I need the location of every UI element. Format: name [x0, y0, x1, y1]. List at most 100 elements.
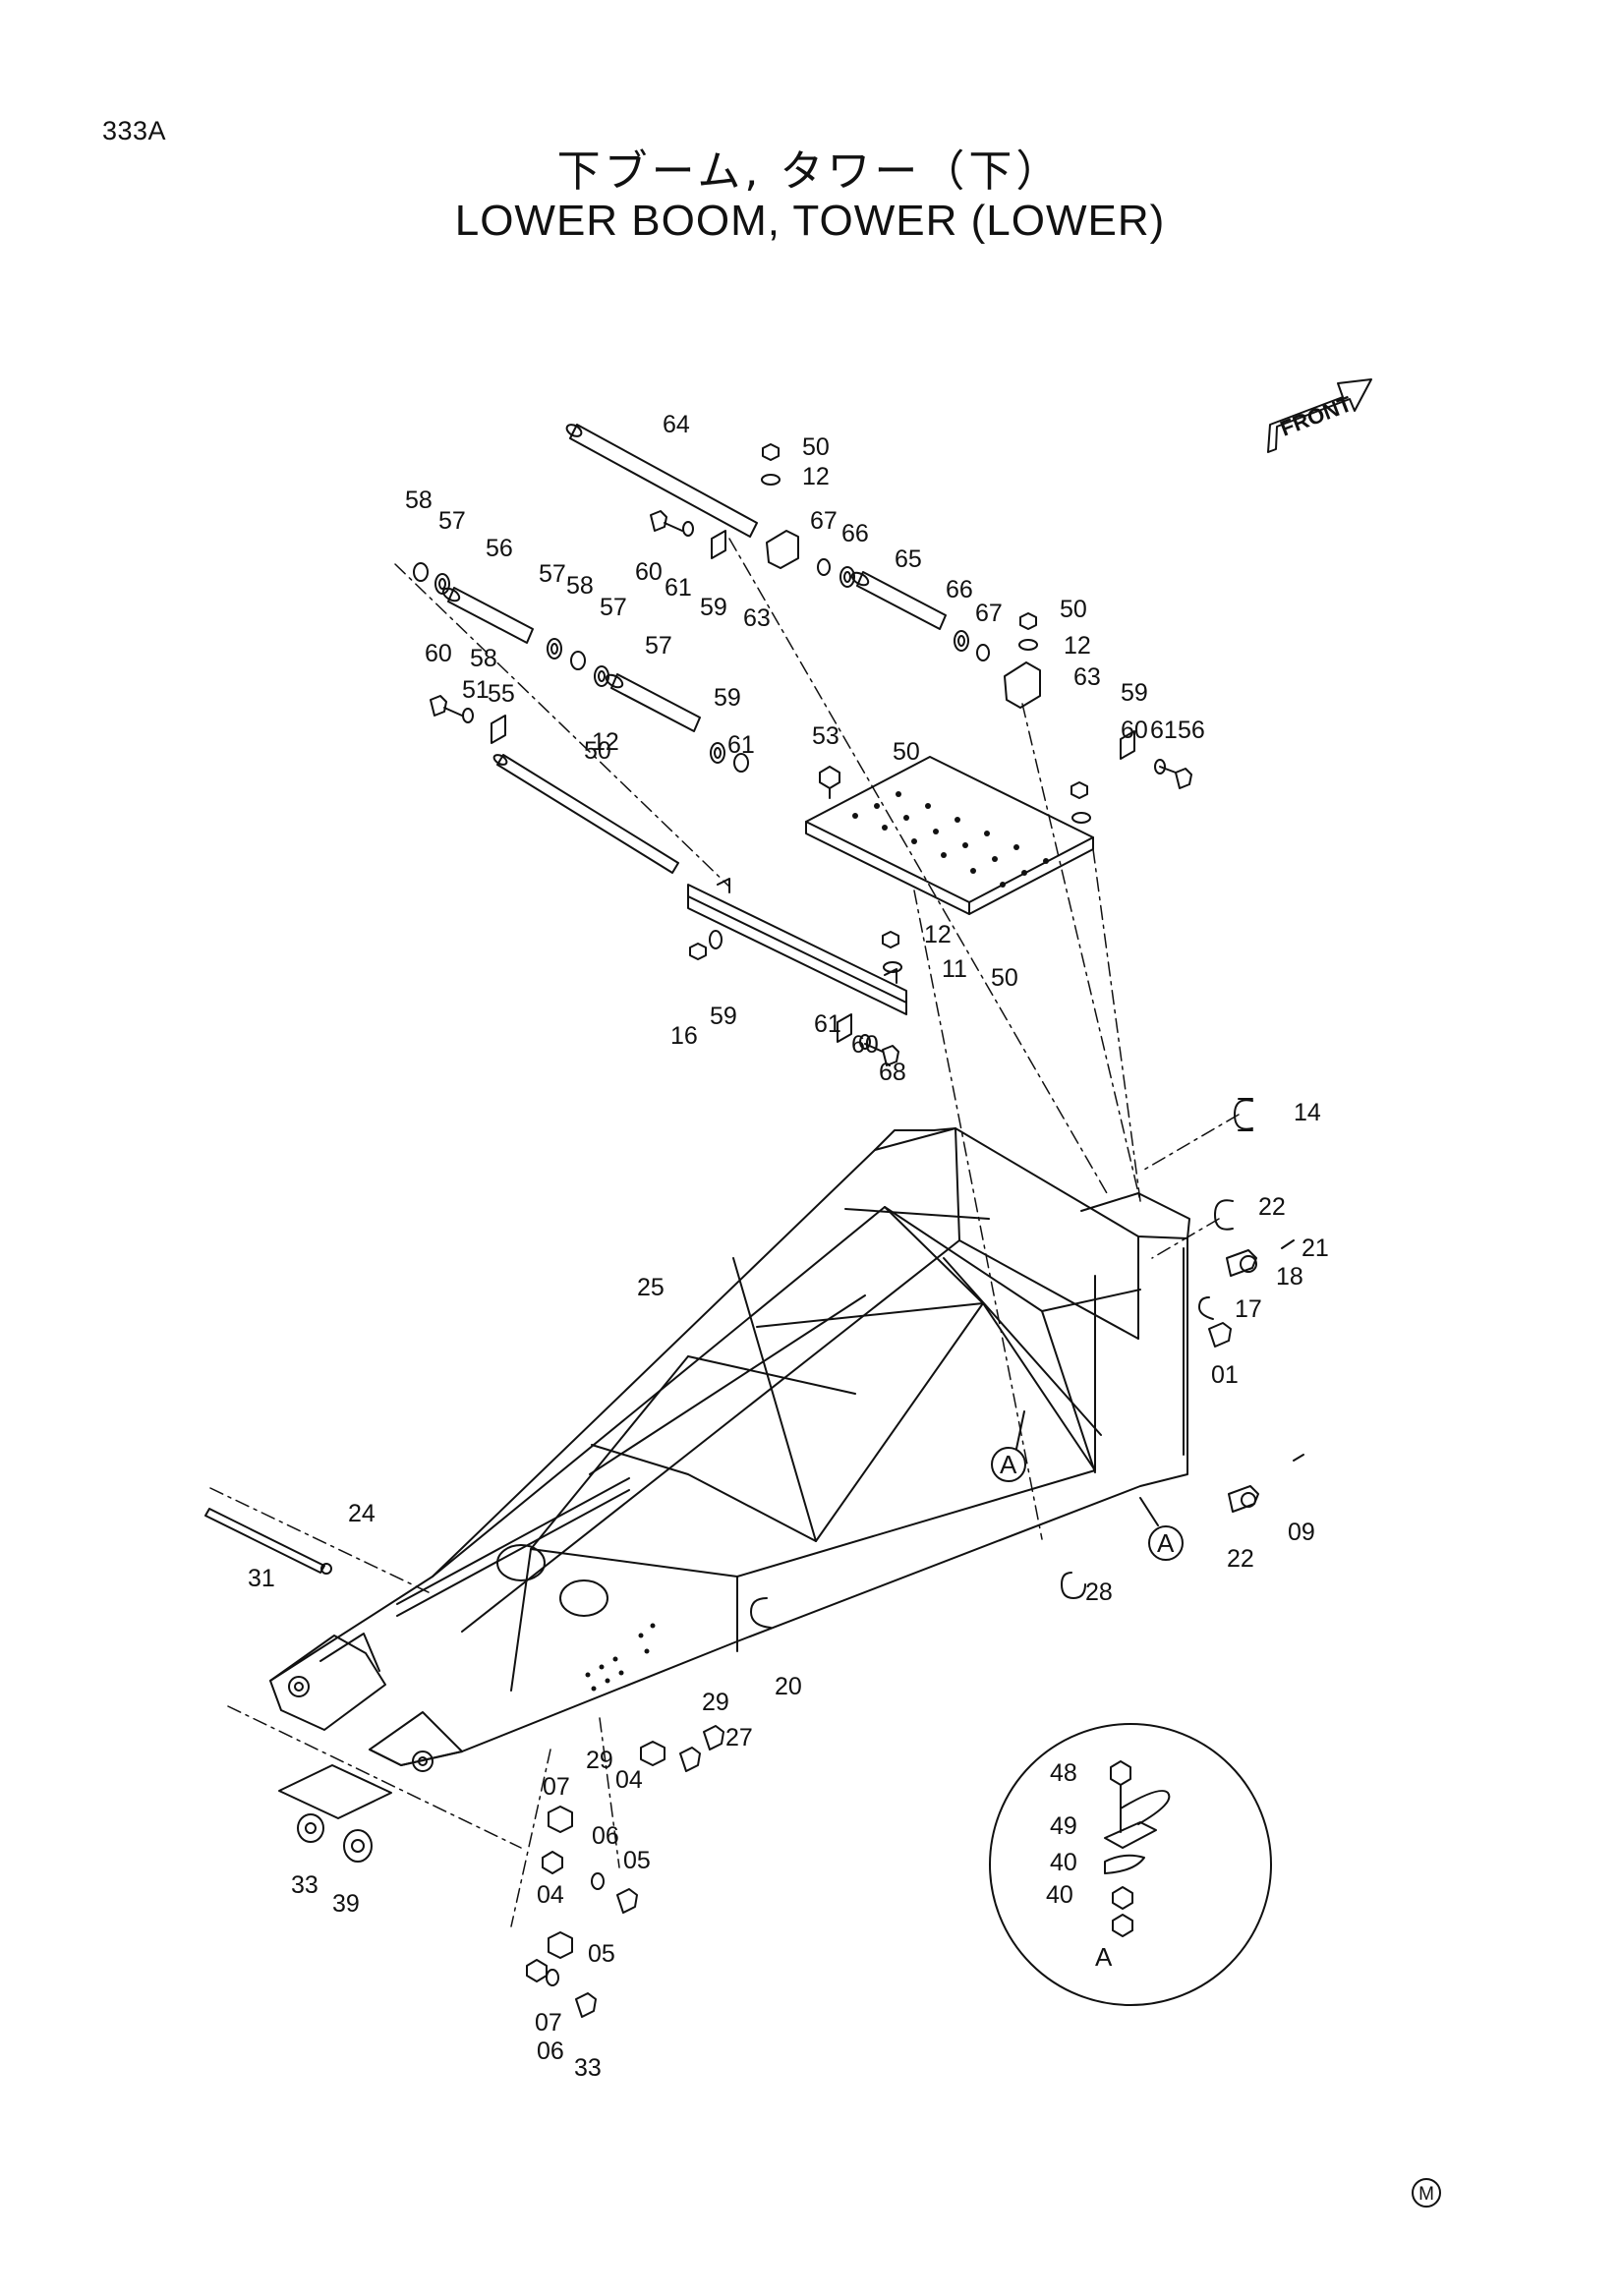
- part-callout-48: 48: [1050, 1759, 1077, 1787]
- hardware-upper: [413, 443, 1192, 1066]
- part-callout-06: 06: [592, 1822, 619, 1850]
- part-callout-01: 01: [1211, 1361, 1239, 1389]
- part-callout-57: 57: [645, 632, 672, 660]
- part-callout-67: 67: [810, 507, 838, 535]
- detail-marker-2: [1148, 1525, 1184, 1561]
- part-callout-04: 04: [537, 1881, 564, 1909]
- part-callout-11: 11: [942, 955, 967, 983]
- part-callout-58: 58: [405, 487, 433, 514]
- part-callout-18: 18: [1276, 1263, 1303, 1291]
- part-callout-66: 66: [946, 576, 973, 603]
- part-callout-61: 61: [1150, 717, 1178, 744]
- part-callout-56: 56: [486, 535, 513, 562]
- part-callout-58: 58: [470, 645, 497, 672]
- part-callout-09: 09: [1288, 1519, 1315, 1546]
- part-callout-59: 59: [714, 684, 741, 712]
- plate-11: [805, 756, 1094, 915]
- beam-53: [687, 878, 907, 1015]
- part-callout-16: 16: [670, 1022, 698, 1050]
- part-callout-60: 60: [635, 558, 663, 586]
- part-callout-68: 68: [879, 1059, 906, 1086]
- pin-56-lower: [605, 673, 701, 732]
- hardware-lower: [278, 1597, 772, 2018]
- part-callout-63: 63: [743, 604, 771, 632]
- detail-view-label: A: [1095, 1942, 1113, 1972]
- part-callout-67: 67: [975, 600, 1003, 627]
- detail-marker-2-label: A: [1157, 1528, 1175, 1558]
- part-callout-56: 56: [1178, 717, 1205, 744]
- assembly-lines: [209, 538, 1240, 1927]
- part-callout-60: 60: [1121, 717, 1148, 744]
- part-callout-27: 27: [725, 1724, 753, 1751]
- part-callout-25: 25: [637, 1274, 665, 1301]
- part-callout-07: 07: [543, 1773, 570, 1801]
- part-callout-50: 50: [991, 964, 1018, 992]
- detail-marker-2-leader: [1139, 1497, 1159, 1526]
- part-callout-06: 06: [537, 2038, 564, 2065]
- part-callout-12: 12: [592, 728, 619, 756]
- page-number: 333A: [102, 116, 167, 145]
- part-callout-14: 14: [1294, 1099, 1321, 1126]
- part-callout-29: 29: [586, 1747, 613, 1774]
- part-callout-65: 65: [895, 545, 922, 573]
- part-callout-59: 59: [700, 594, 727, 621]
- manufacturer-mark: M: [1412, 2178, 1441, 2208]
- part-callout-50: 50: [893, 738, 920, 766]
- part-callout-29: 29: [702, 1689, 729, 1716]
- part-callout-57: 57: [600, 594, 627, 621]
- part-callout-61: 61: [814, 1010, 841, 1038]
- part-callout-21: 21: [1302, 1234, 1329, 1262]
- part-callout-12: 12: [924, 921, 952, 948]
- part-callout-58: 58: [566, 572, 594, 600]
- part-callout-20: 20: [775, 1673, 802, 1700]
- part-callout-60: 60: [851, 1031, 879, 1059]
- part-callout-59: 59: [710, 1003, 737, 1030]
- part-callout-04: 04: [615, 1766, 643, 1794]
- detail-view-a: [989, 1723, 1272, 2006]
- part-callout-50: 50: [802, 433, 830, 461]
- part-callout-64: 64: [663, 411, 690, 438]
- front-arrow-icon: [1267, 378, 1372, 453]
- part-callout-59: 59: [1121, 679, 1148, 707]
- part-callout-50: 50: [1060, 596, 1087, 623]
- part-callout-33: 33: [291, 1871, 318, 1899]
- detail-marker-1-leader: [1015, 1410, 1025, 1450]
- part-callout-24: 24: [348, 1500, 376, 1527]
- pin-24: [204, 1508, 332, 1575]
- lower-boom-frame-01: [269, 1127, 1190, 1772]
- pin-65: [850, 571, 947, 630]
- part-callout-07: 07: [535, 2009, 562, 2037]
- part-callout-33: 33: [574, 2054, 602, 2082]
- pin-56-upper: [441, 587, 534, 644]
- part-callout-05: 05: [588, 1940, 615, 1968]
- title-japanese: 下ブーム, タワー（下）: [556, 146, 1064, 197]
- part-callout-57: 57: [539, 560, 566, 588]
- part-callout-12: 12: [1064, 632, 1091, 660]
- part-callout-05: 05: [623, 1847, 651, 1874]
- part-callout-60: 60: [425, 640, 452, 667]
- part-callout-28: 28: [1085, 1578, 1113, 1606]
- detail-marker-1-label: A: [1000, 1450, 1017, 1479]
- pin-55: [492, 754, 679, 874]
- title-english: LOWER BOOM, TOWER (LOWER): [454, 197, 1166, 245]
- pin-64: [565, 424, 758, 538]
- part-callout-40: 40: [1046, 1881, 1073, 1909]
- part-callout-55: 55: [488, 680, 515, 708]
- part-callout-50: 50: [584, 737, 611, 765]
- part-callout-31: 31: [248, 1565, 275, 1592]
- part-callout-22: 22: [1258, 1193, 1286, 1221]
- part-callout-61: 61: [727, 731, 755, 759]
- part-callout-51: 51: [462, 676, 490, 704]
- part-callout-39: 39: [332, 1890, 360, 1918]
- part-callout-61: 61: [665, 574, 692, 602]
- detail-marker-1: [991, 1447, 1026, 1482]
- part-callout-57: 57: [438, 507, 466, 535]
- part-callout-63: 63: [1073, 663, 1101, 691]
- part-callout-66: 66: [841, 520, 869, 547]
- front-arrow-label: FRONT: [1277, 391, 1356, 441]
- part-callout-17: 17: [1235, 1295, 1262, 1323]
- part-callout-22: 22: [1227, 1545, 1254, 1573]
- part-callout-49: 49: [1050, 1812, 1077, 1840]
